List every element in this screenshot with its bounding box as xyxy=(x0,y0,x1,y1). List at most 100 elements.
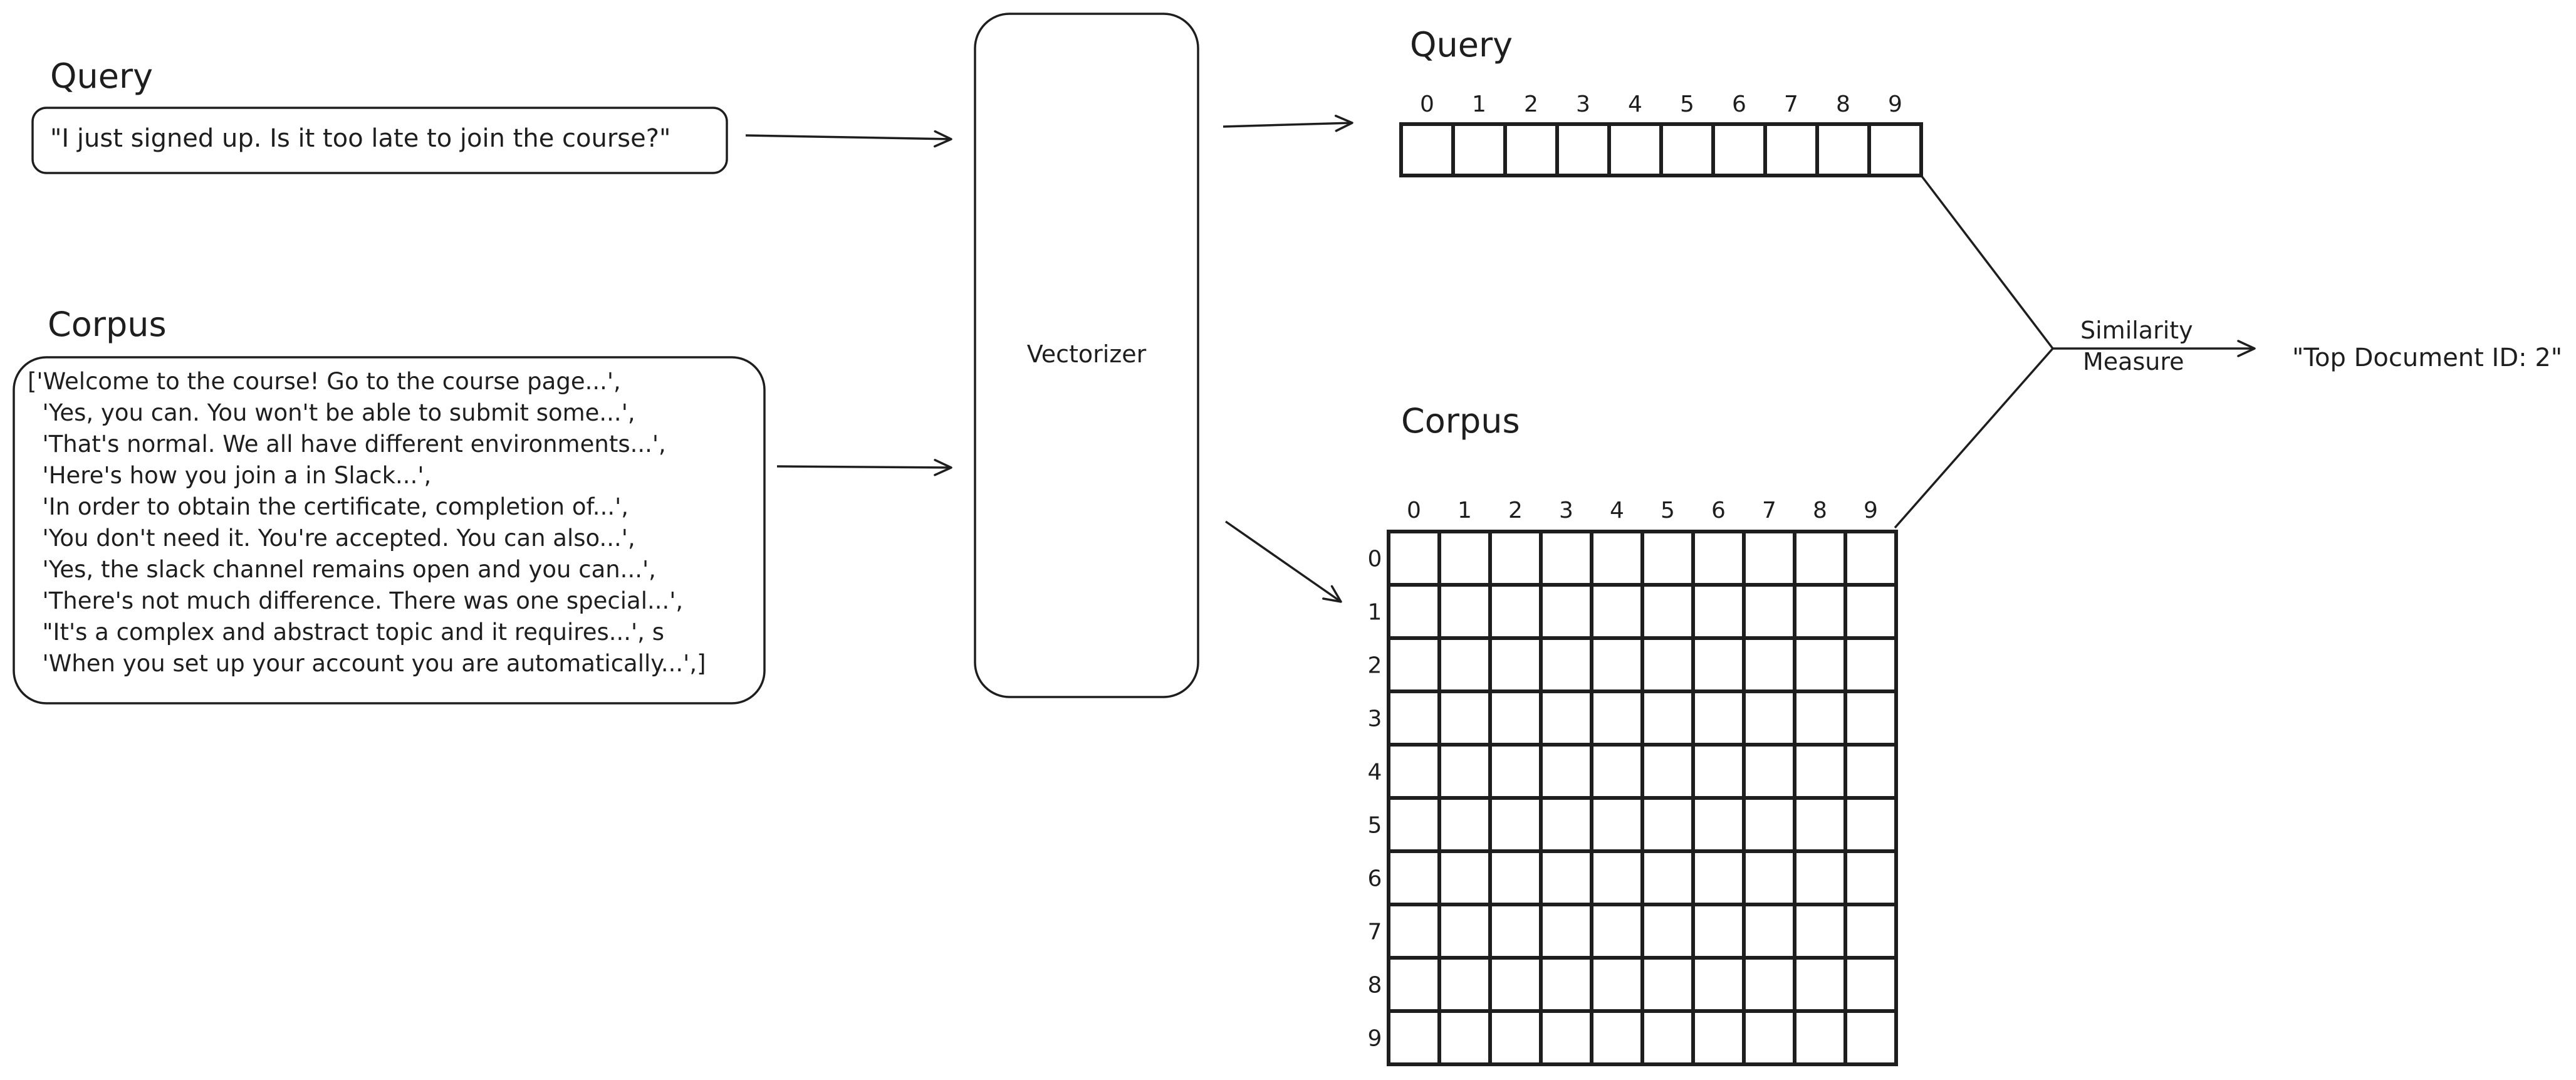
query-vector-cell xyxy=(1763,122,1819,177)
corpus-matrix-cell xyxy=(1590,743,1644,800)
query-text: "I just signed up. Is it too late to joi… xyxy=(50,124,671,153)
corpus-matrix-cell xyxy=(1640,956,1695,1013)
corpus-matrix-cell xyxy=(1437,743,1492,800)
corpus-document-line: 'Here's how you join a in Slack...', xyxy=(28,462,432,489)
corpus-matrix-cell xyxy=(1843,903,1898,960)
query-vector-cell xyxy=(1503,122,1559,177)
corpus-matrix-row-label: 3 xyxy=(1368,706,1382,732)
query-vector-column-label: 0 xyxy=(1420,92,1434,117)
query-vector-column-label: 9 xyxy=(1888,92,1902,117)
corpus-matrix-cell xyxy=(1793,636,1847,693)
corpus-matrix-cell xyxy=(1488,530,1543,587)
corpus-matrix-cell xyxy=(1640,530,1695,587)
corpus-matrix-cell xyxy=(1793,903,1847,960)
corpus-matrix-cell xyxy=(1437,689,1492,747)
corpus-matrix-column-label: 7 xyxy=(1762,498,1776,523)
corpus-matrix-cell xyxy=(1742,583,1796,640)
corpus-matrix-cell xyxy=(1843,743,1898,800)
query-vector-column-label: 6 xyxy=(1732,92,1746,117)
corpus-matrix xyxy=(1387,530,1898,1066)
corpus-matrix-cell xyxy=(1843,1009,1898,1066)
corpus-matrix-cell xyxy=(1437,849,1492,906)
corpus-matrix-cell xyxy=(1640,1009,1695,1066)
corpus-matrix-cell xyxy=(1793,583,1847,640)
corpus-matrix-cell xyxy=(1793,743,1847,800)
corpus-matrix-cell xyxy=(1539,849,1593,906)
corpus-matrix-row-label: 6 xyxy=(1368,866,1382,892)
corpus-document-line: 'You don't need it. You're accepted. You… xyxy=(28,525,635,552)
corpus-matrix-row-label: 1 xyxy=(1368,600,1382,626)
corpus-matrix-cell xyxy=(1590,636,1644,693)
query-text-box xyxy=(31,107,728,174)
corpus-matrix-row-label: 4 xyxy=(1368,760,1382,785)
corpus-matrix-cell xyxy=(1590,849,1644,906)
corpus-matrix-cell xyxy=(1539,689,1593,747)
corpus-matrix-cell xyxy=(1437,903,1492,960)
corpus-matrix-cell xyxy=(1691,636,1746,693)
corpus-matrix-cell xyxy=(1437,956,1492,1013)
corpus-matrix-cell xyxy=(1691,689,1746,747)
corpus-matrix-cell xyxy=(1488,903,1543,960)
corpus-matrix-row-label: 8 xyxy=(1368,973,1382,999)
corpus-text-box xyxy=(13,356,766,705)
corpus-matrix-cell xyxy=(1590,956,1644,1013)
corpus-matrix-column-label: 4 xyxy=(1610,498,1624,523)
corpus-matrix-cell xyxy=(1691,530,1746,587)
corpus-matrix-cell xyxy=(1742,956,1796,1013)
query-vector-heading: Query xyxy=(1410,25,1513,65)
corpus-matrix-cell xyxy=(1590,530,1644,587)
corpus-matrix-cell xyxy=(1590,903,1644,960)
query-vector-cell xyxy=(1867,122,1923,177)
corpus-matrix-cell xyxy=(1843,956,1898,1013)
corpus-matrix-cell xyxy=(1742,903,1796,960)
corpus-matrix-cell xyxy=(1488,743,1543,800)
corpus-matrix-cell xyxy=(1691,956,1746,1013)
corpus-matrix-cell xyxy=(1488,689,1543,747)
corpus-matrix-cell xyxy=(1742,849,1796,906)
corpus-matrix-cell xyxy=(1539,743,1593,800)
vectorizer-to-query-vector-arrow xyxy=(1223,115,1353,132)
corpus-matrix-cell xyxy=(1691,903,1746,960)
corpus-matrix-to-similarity-line xyxy=(1894,347,2054,529)
query-heading: Query xyxy=(50,56,154,96)
corpus-matrix-cell xyxy=(1437,636,1492,693)
corpus-matrix-cell xyxy=(1793,956,1847,1013)
corpus-matrix-cell xyxy=(1387,743,1441,800)
query-vector-cell xyxy=(1815,122,1871,177)
corpus-matrix-column-label: 9 xyxy=(1864,498,1878,523)
corpus-matrix-cell xyxy=(1640,849,1695,906)
corpus-document-line: 'Yes, the slack channel remains open and… xyxy=(28,556,656,583)
query-vector-cell xyxy=(1659,122,1715,177)
corpus-document-line: 'When you set up your account you are au… xyxy=(28,650,706,677)
corpus-matrix-cell xyxy=(1843,689,1898,747)
corpus-matrix-cell xyxy=(1488,1009,1543,1066)
corpus-matrix-cell xyxy=(1387,1009,1441,1066)
corpus-matrix-row-label: 9 xyxy=(1368,1026,1382,1052)
query-vector-column-label: 2 xyxy=(1524,92,1538,117)
corpus-matrix-cell xyxy=(1640,583,1695,640)
corpus-matrix-cell xyxy=(1691,796,1746,853)
corpus-matrix-column-label: 5 xyxy=(1661,498,1675,523)
corpus-matrix-cell xyxy=(1488,956,1543,1013)
corpus-matrix-cell xyxy=(1387,636,1441,693)
corpus-matrix-cell xyxy=(1742,689,1796,747)
corpus-document-line: 'That's normal. We all have different en… xyxy=(28,431,666,458)
corpus-matrix-cell xyxy=(1590,689,1644,747)
vectorizer-to-corpus-matrix-arrow xyxy=(1225,520,1342,603)
corpus-matrix-cell xyxy=(1590,583,1644,640)
corpus-matrix-cell xyxy=(1539,636,1593,693)
corpus-matrix-cell xyxy=(1387,689,1441,747)
query-vector-to-similarity-line xyxy=(1920,174,2054,350)
corpus-document-line: 'There's not much difference. There was … xyxy=(28,587,684,614)
corpus-matrix-cell xyxy=(1539,583,1593,640)
corpus-matrix-column-label: 0 xyxy=(1407,498,1421,523)
corpus-matrix-cell xyxy=(1387,903,1441,960)
corpus-matrix-cell xyxy=(1843,849,1898,906)
corpus-document-line: 'Yes, you can. You won't be able to subm… xyxy=(28,399,635,426)
corpus-matrix-column-label: 2 xyxy=(1508,498,1523,523)
corpus-matrix-cell xyxy=(1437,1009,1492,1066)
corpus-matrix-cell xyxy=(1488,849,1543,906)
corpus-matrix-cell xyxy=(1742,1009,1796,1066)
